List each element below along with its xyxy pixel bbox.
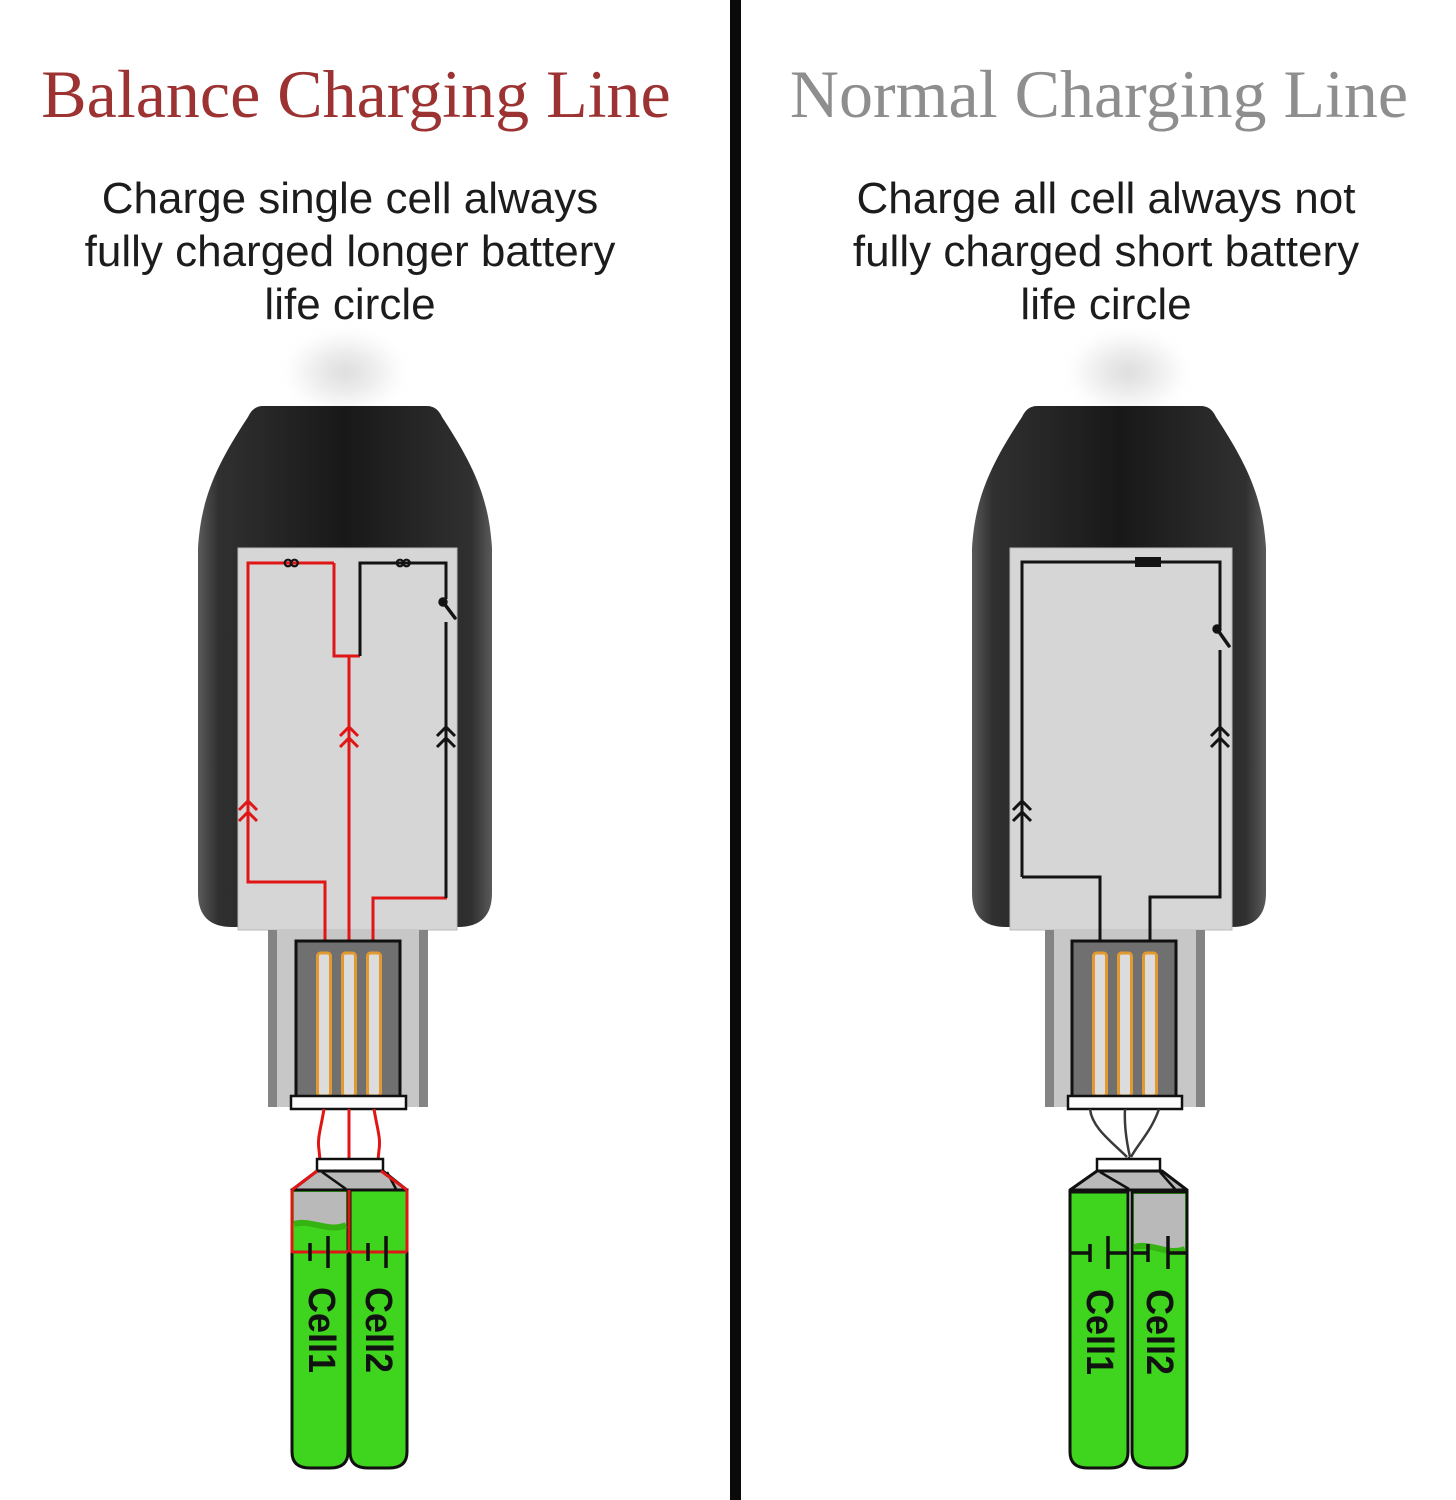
usb-pin xyxy=(1142,951,1158,1098)
normal-subtitle-line1: Charge all cell always not xyxy=(856,174,1356,223)
normal-wires xyxy=(1088,1108,1161,1161)
wire xyxy=(317,1108,326,1161)
usb-pin xyxy=(1117,951,1133,1098)
battery-shoulder xyxy=(290,1169,409,1192)
balance-subtitle-line2: fully charged longer battery xyxy=(84,227,616,276)
balance-circuit-red xyxy=(237,561,447,941)
usb-connector xyxy=(289,939,408,1111)
red-arrow-up-icon xyxy=(237,798,259,823)
battery-terminal-symbols xyxy=(1070,1236,1187,1269)
battery-pack: Cell1 Cell2 xyxy=(1068,1157,1189,1470)
usb-baseplate xyxy=(289,1094,408,1111)
cell2-charge-wave xyxy=(1133,1242,1187,1254)
battery-terminal-symbols xyxy=(308,1236,388,1268)
plug-inner-panel xyxy=(1009,547,1233,931)
black-arrow-up-icon xyxy=(1011,798,1033,823)
wire xyxy=(1129,1108,1161,1158)
normal-circuit-black xyxy=(1011,557,1231,941)
balance-subtitle-line1: Charge single cell always xyxy=(101,174,599,223)
red-arrow-up-icon xyxy=(338,724,360,749)
cell2-label: Cell2 xyxy=(357,1287,399,1373)
balance-subtitle-line3: life circle xyxy=(264,280,436,329)
battery-pack: Cell1 Cell2 xyxy=(290,1157,409,1470)
red-trace-left-loop xyxy=(246,561,334,941)
balance-wire-overlay xyxy=(290,1169,409,1254)
cell2-body xyxy=(348,1188,409,1470)
battery-shoulder xyxy=(1068,1169,1189,1192)
balance-wires xyxy=(317,1108,381,1161)
cell2-label: Cell2 xyxy=(1138,1289,1180,1375)
usb-pin xyxy=(1092,951,1108,1098)
normal-title: Normal Charging Line xyxy=(789,56,1409,132)
balance-title: Balance Charging Line xyxy=(41,56,671,132)
coil-icon xyxy=(283,558,299,568)
stem-edge-right xyxy=(419,930,428,1107)
balance-circuit-black xyxy=(283,558,457,898)
normal-subtitle-line2: fully charged short battery xyxy=(852,227,1360,276)
stem-edge-left xyxy=(268,930,277,1107)
switch-icon xyxy=(1212,624,1231,648)
battery-top-connector xyxy=(1095,1157,1162,1173)
usb-pin xyxy=(316,951,332,1098)
smoke-highlight-left xyxy=(285,330,405,414)
shoulder-facet-line xyxy=(1099,1170,1176,1191)
cell2-body xyxy=(1130,1190,1189,1470)
switch-icon xyxy=(438,597,457,620)
cell1-label: Cell1 xyxy=(300,1287,342,1373)
stem-edge-right xyxy=(1196,930,1205,1107)
black-trace-right-drop xyxy=(1148,650,1222,941)
wire xyxy=(372,1108,381,1161)
red-trace-right-drop xyxy=(371,896,447,941)
coil-icon xyxy=(395,558,411,568)
black-arrow-up-icon xyxy=(435,724,457,749)
wire xyxy=(1088,1108,1128,1158)
normal-subtitle: Charge all cell always not fully charged… xyxy=(748,172,1456,331)
usb-baseplate xyxy=(1066,1094,1184,1111)
cell1-charge-wave xyxy=(293,1219,348,1231)
balance-plug-diagram: Cell1 Cell2 xyxy=(198,406,492,1470)
cell1-uncharged-top xyxy=(294,1192,346,1228)
usb-connector xyxy=(1066,939,1184,1111)
cell1-body xyxy=(290,1188,350,1470)
red-trace-mid-branch xyxy=(332,563,360,658)
black-trace-top-loop xyxy=(1020,560,1222,877)
component-bar xyxy=(1135,557,1161,567)
stem-edge-left xyxy=(1045,930,1054,1107)
normal-plug-diagram: Cell1 Cell2 xyxy=(972,406,1266,1470)
balance-subtitle: Charge single cell always fully charged … xyxy=(0,172,700,331)
usb-pin xyxy=(341,951,357,1098)
smoke-highlight-right xyxy=(1068,330,1188,414)
cell2-uncharged-top xyxy=(1134,1194,1185,1252)
usb-pin xyxy=(366,951,382,1098)
panel-divider xyxy=(730,0,741,1500)
cell1-body xyxy=(1068,1190,1130,1470)
cell1-label: Cell1 xyxy=(1078,1289,1120,1375)
wire xyxy=(1123,1108,1132,1158)
black-trace-left-drop xyxy=(1022,875,1102,941)
battery-top-connector xyxy=(315,1157,385,1173)
black-arrow-up-icon xyxy=(1209,724,1231,749)
normal-subtitle-line3: life circle xyxy=(1020,280,1192,329)
